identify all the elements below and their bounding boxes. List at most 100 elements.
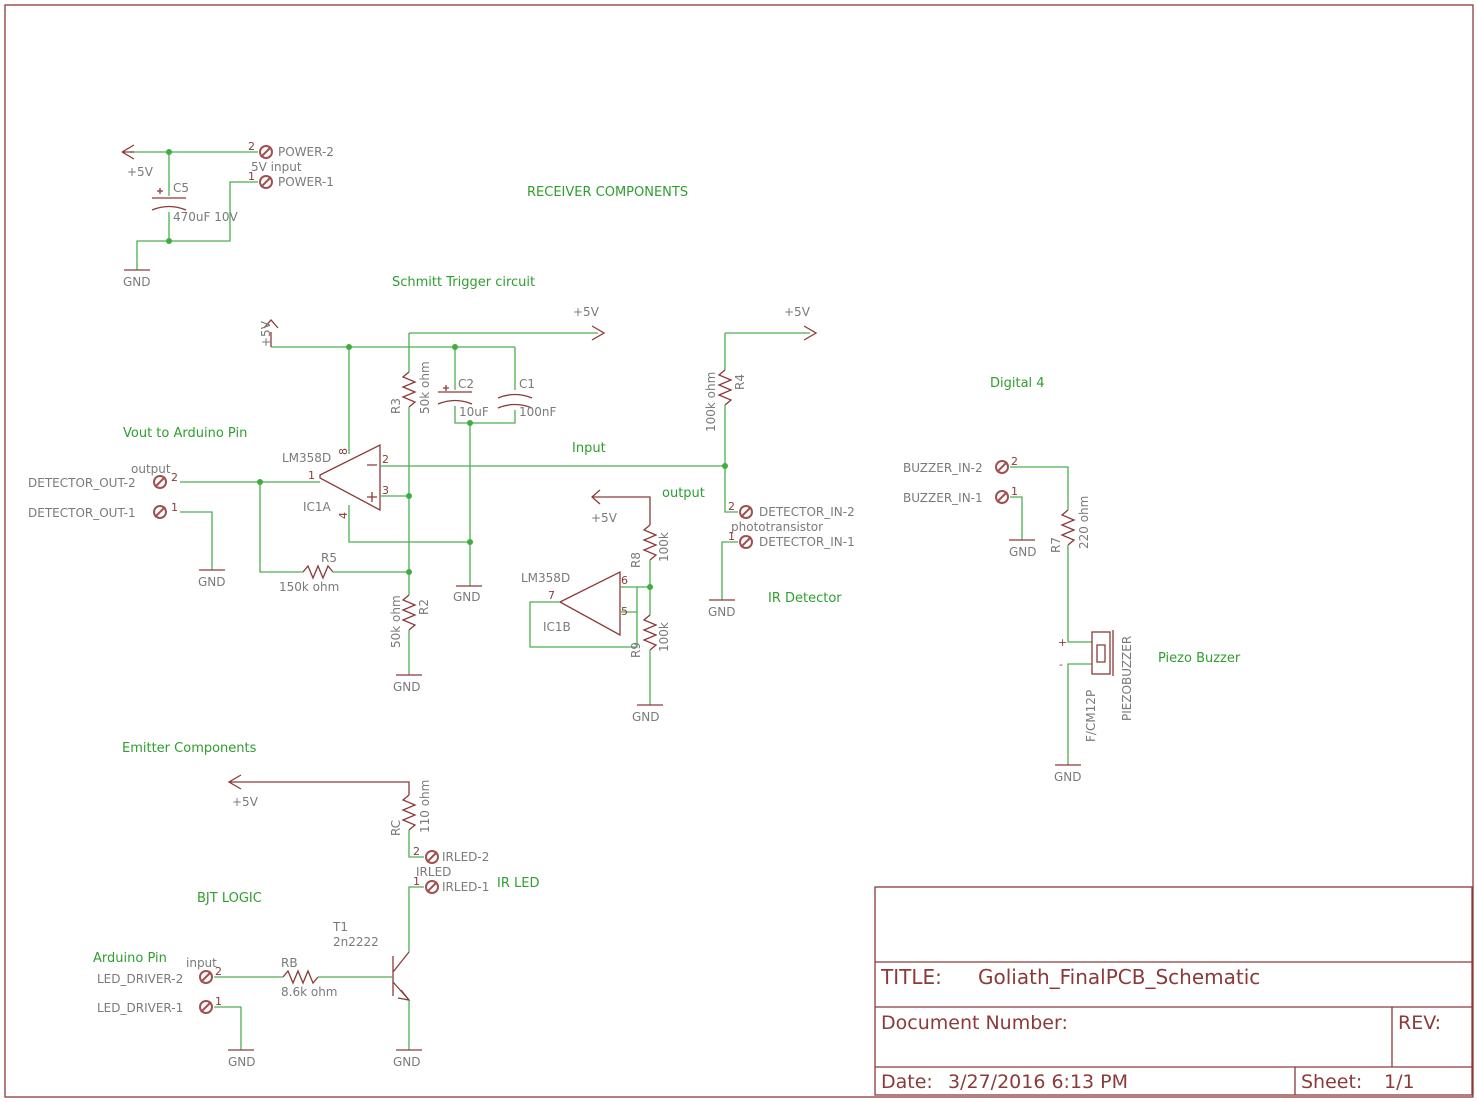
five-v-input-label: 5V input (251, 160, 302, 174)
r8-label: R8 (629, 552, 643, 568)
gnd-label: GND (1054, 770, 1082, 784)
ir-detector-circuit (709, 325, 818, 601)
plus-sign: + (1058, 636, 1067, 649)
buzzer-in2-label: BUZZER_IN-2 (903, 461, 983, 475)
title-value: Goliath_FinalPCB_Schematic (978, 965, 1260, 989)
detector-in2-label: DETECTOR_IN-2 (759, 505, 855, 519)
document-number-label: Document Number: (881, 1012, 1068, 1034)
p5v-label: +5V (784, 305, 811, 319)
pin-number: 1 (413, 875, 420, 888)
output-small-label: output (131, 462, 171, 476)
piezo-buzzer-title: Piezo Buzzer (1158, 651, 1241, 666)
piezobuzzer-label: PIEZOBUZZER (1120, 636, 1134, 721)
rc-label: RC (389, 820, 403, 836)
input-net-label: Input (572, 441, 606, 456)
r9-label: R9 (629, 642, 643, 658)
r5-value: 150k ohm (279, 580, 339, 594)
ic1b-label: IC1B (543, 620, 571, 634)
gnd-label: GND (198, 575, 226, 589)
pin-number: 2 (171, 471, 178, 484)
pin-number: 3 (382, 484, 389, 497)
c2-label: C2 (458, 377, 474, 391)
r8-value: 100k (657, 532, 671, 562)
fcm12p-label: F/CM12P (1084, 690, 1098, 742)
sheet-frame (4, 4, 1474, 1098)
power2-label: POWER-2 (278, 145, 334, 159)
pin-number: 1 (728, 530, 735, 543)
r2-value: 50k ohm (389, 595, 403, 648)
r7-value: 220 ohm (1077, 496, 1091, 549)
lm358-label: LM358D (521, 571, 570, 585)
pin-number: 7 (548, 589, 555, 602)
pin-number: 1 (1011, 485, 1018, 498)
irled2-label: IRLED-2 (442, 850, 489, 864)
r3-value: 50k ohm (418, 361, 432, 414)
led-driver2-label: LED_DRIVER-2 (97, 972, 183, 986)
pin-number: 1 (308, 469, 315, 482)
r4-label: R4 (733, 374, 747, 390)
emitter-circuit (199, 774, 439, 1051)
c2-value: 10uF (459, 405, 489, 419)
date-value: 3/27/2016 6:13 PM (948, 1071, 1128, 1093)
pin-number: 1 (171, 501, 178, 514)
ic1a-label: IC1A (303, 500, 332, 514)
r7-label: R7 (1049, 537, 1063, 553)
gnd-label: GND (393, 680, 421, 694)
c1-label: C1 (519, 377, 535, 391)
buzzer-in1-label: BUZZER_IN-1 (903, 491, 983, 505)
ir-led-title: IR LED (497, 876, 539, 891)
schmitt-trigger-title: Schmitt Trigger circuit (392, 275, 535, 290)
p5v-label: +5V (573, 305, 600, 319)
sheet-label: Sheet: (1301, 1071, 1362, 1093)
pin-number: 2 (215, 965, 222, 978)
emitter-components-title: Emitter Components (122, 741, 257, 756)
phototransistor-label: phototransistor (731, 520, 823, 534)
arduino-pin-title: Arduino Pin (93, 951, 167, 966)
pin-number: 5 (621, 605, 628, 618)
r5-label: R5 (321, 551, 337, 565)
pin-number: 2 (413, 845, 420, 858)
minus-sign: - (1059, 658, 1063, 671)
pin-number: 1 (215, 995, 222, 1008)
c5-label: C5 (173, 181, 189, 195)
schmitt-trigger-circuit (153, 319, 725, 676)
led-driver1-label: LED_DRIVER-1 (97, 1001, 183, 1015)
title-label: TITLE: (880, 965, 942, 989)
input-small-label: input (186, 956, 217, 970)
pin-number: 1 (248, 170, 255, 183)
ic1b-circuit (529, 489, 663, 706)
gnd-label: GND (393, 1055, 421, 1069)
power1-label: POWER-1 (278, 175, 334, 189)
p5v-label: +5V (259, 320, 273, 347)
bjt-logic-title: BJT LOGIC (197, 891, 262, 906)
gnd-label: GND (708, 605, 736, 619)
pin-number: 2 (728, 500, 735, 513)
irled-label: IRLED (416, 865, 451, 879)
rc-value: 110 ohm (418, 780, 432, 833)
p5v-label: +5V (232, 795, 259, 809)
pin-number: 2 (248, 140, 255, 153)
detector-out2-label: DETECTOR_OUT-2 (28, 476, 136, 490)
detector-in1-label: DETECTOR_IN-1 (759, 535, 855, 549)
power-section (121, 144, 273, 271)
gnd-label: GND (228, 1055, 256, 1069)
gnd-label: GND (1009, 545, 1037, 559)
t1-label: T1 (332, 920, 348, 934)
p5v-label: +5V (127, 165, 154, 179)
t1-value: 2n2222 (333, 935, 379, 949)
date-label: Date: (881, 1071, 933, 1093)
detector-out1-label: DETECTOR_OUT-1 (28, 506, 136, 520)
rb-value: 8.6k ohm (281, 985, 337, 999)
rev-label: REV: (1398, 1012, 1441, 1034)
digital4-title: Digital 4 (990, 376, 1045, 391)
p5v-label: +5V (591, 511, 618, 525)
irled1-label: IRLED-1 (442, 880, 489, 894)
title-block (874, 886, 1473, 1096)
r3-label: R3 (389, 398, 403, 414)
pin-number: 2 (382, 453, 389, 466)
lm358-label: LM358D (282, 451, 331, 465)
pin-number: 2 (1011, 455, 1018, 468)
pin-number: 4 (337, 512, 350, 519)
gnd-label: GND (453, 590, 481, 604)
